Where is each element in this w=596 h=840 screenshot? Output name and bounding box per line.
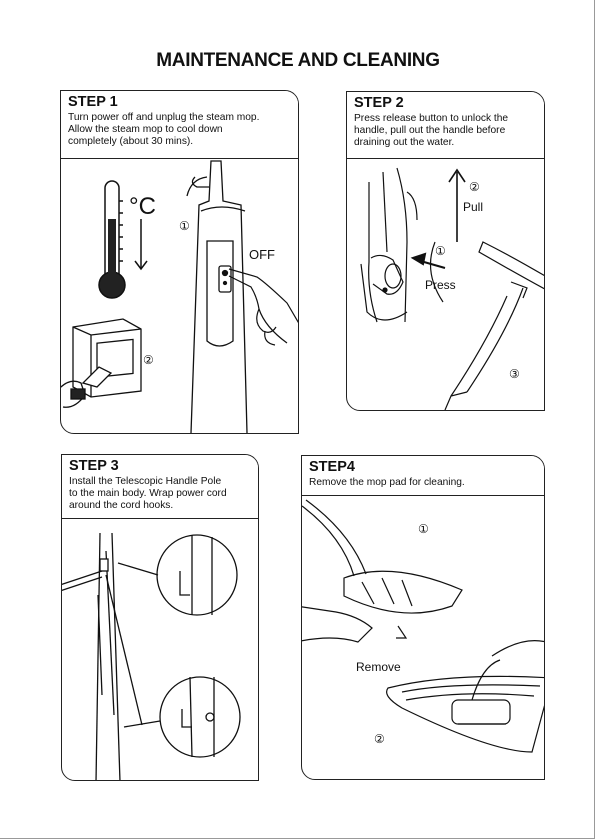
step-1-header: STEP 1 Turn power off and unplug the ste… bbox=[61, 91, 298, 159]
step-2-illustration bbox=[360, 167, 544, 410]
plug-icon bbox=[61, 380, 86, 408]
remove-label: Remove bbox=[356, 660, 401, 674]
step-1-marker-1: ① bbox=[179, 219, 190, 233]
hand-icon bbox=[302, 606, 373, 643]
step-3-header: STEP 3 Install the Telescopic Handle Pol… bbox=[62, 455, 258, 519]
step-4-marker-2: ② bbox=[374, 732, 385, 746]
step-2-header: STEP 2 Press release button to unlock th… bbox=[347, 92, 544, 159]
step-2-heading: STEP 2 bbox=[354, 95, 404, 111]
step-2-panel: STEP 2 Press release button to unlock th… bbox=[346, 91, 545, 411]
steam-mop-body bbox=[186, 160, 248, 433]
mop-pad-icon bbox=[386, 640, 544, 753]
step-4-header: STEP4 Remove the mop pad for cleaning. bbox=[302, 456, 544, 496]
cord-hook-top-zoom bbox=[117, 534, 238, 616]
step-1-panel: STEP 1 Turn power off and unplug the ste… bbox=[60, 90, 299, 434]
step-3-heading: STEP 3 bbox=[69, 458, 119, 474]
step-2-marker-1: ① bbox=[435, 244, 446, 258]
step-4-illustration bbox=[302, 499, 544, 753]
off-label: OFF bbox=[249, 247, 275, 262]
pull-label: Pull bbox=[463, 200, 484, 214]
thermometer-icon bbox=[98, 180, 148, 299]
step-1-heading: STEP 1 bbox=[68, 94, 118, 110]
step-4-text: Remove the mop pad for cleaning. bbox=[309, 477, 465, 488]
step-1-illustration bbox=[61, 160, 298, 433]
step-2-text: Press release button to unlock the handl… bbox=[354, 113, 509, 148]
press-label: Press bbox=[425, 278, 456, 292]
step-3-panel: STEP 3 Install the Telescopic Handle Pol… bbox=[61, 454, 259, 781]
step-4-heading: STEP4 bbox=[309, 459, 355, 475]
page-title: MAINTENANCE AND CLEANING bbox=[156, 50, 440, 71]
cord-hook-bottom-zoom bbox=[123, 676, 241, 758]
arrow-press-icon bbox=[410, 252, 446, 269]
step-1-marker-2: ② bbox=[143, 353, 154, 367]
arrow-up-icon bbox=[448, 168, 466, 242]
step-1-text: Turn power off and unplug the steam mop.… bbox=[68, 112, 260, 147]
step-2-marker-3: ③ bbox=[509, 367, 520, 381]
celsius-label: °C bbox=[129, 193, 156, 220]
mop-head-icon bbox=[302, 499, 463, 639]
step-3-text: Install the Telescopic Handle Pole to th… bbox=[69, 476, 227, 511]
mop-head-icon bbox=[444, 241, 544, 410]
wall-socket-icon bbox=[72, 318, 142, 398]
hand-icon bbox=[228, 268, 298, 346]
step-4-panel: STEP4 Remove the mop pad for cleaning. ①… bbox=[301, 455, 545, 780]
step-2-marker-2: ② bbox=[469, 180, 480, 194]
step-3-illustration bbox=[62, 532, 241, 780]
telescopic-pole bbox=[62, 532, 143, 780]
mop-handle-release bbox=[360, 167, 444, 323]
step-4-marker-1: ① bbox=[418, 522, 429, 536]
